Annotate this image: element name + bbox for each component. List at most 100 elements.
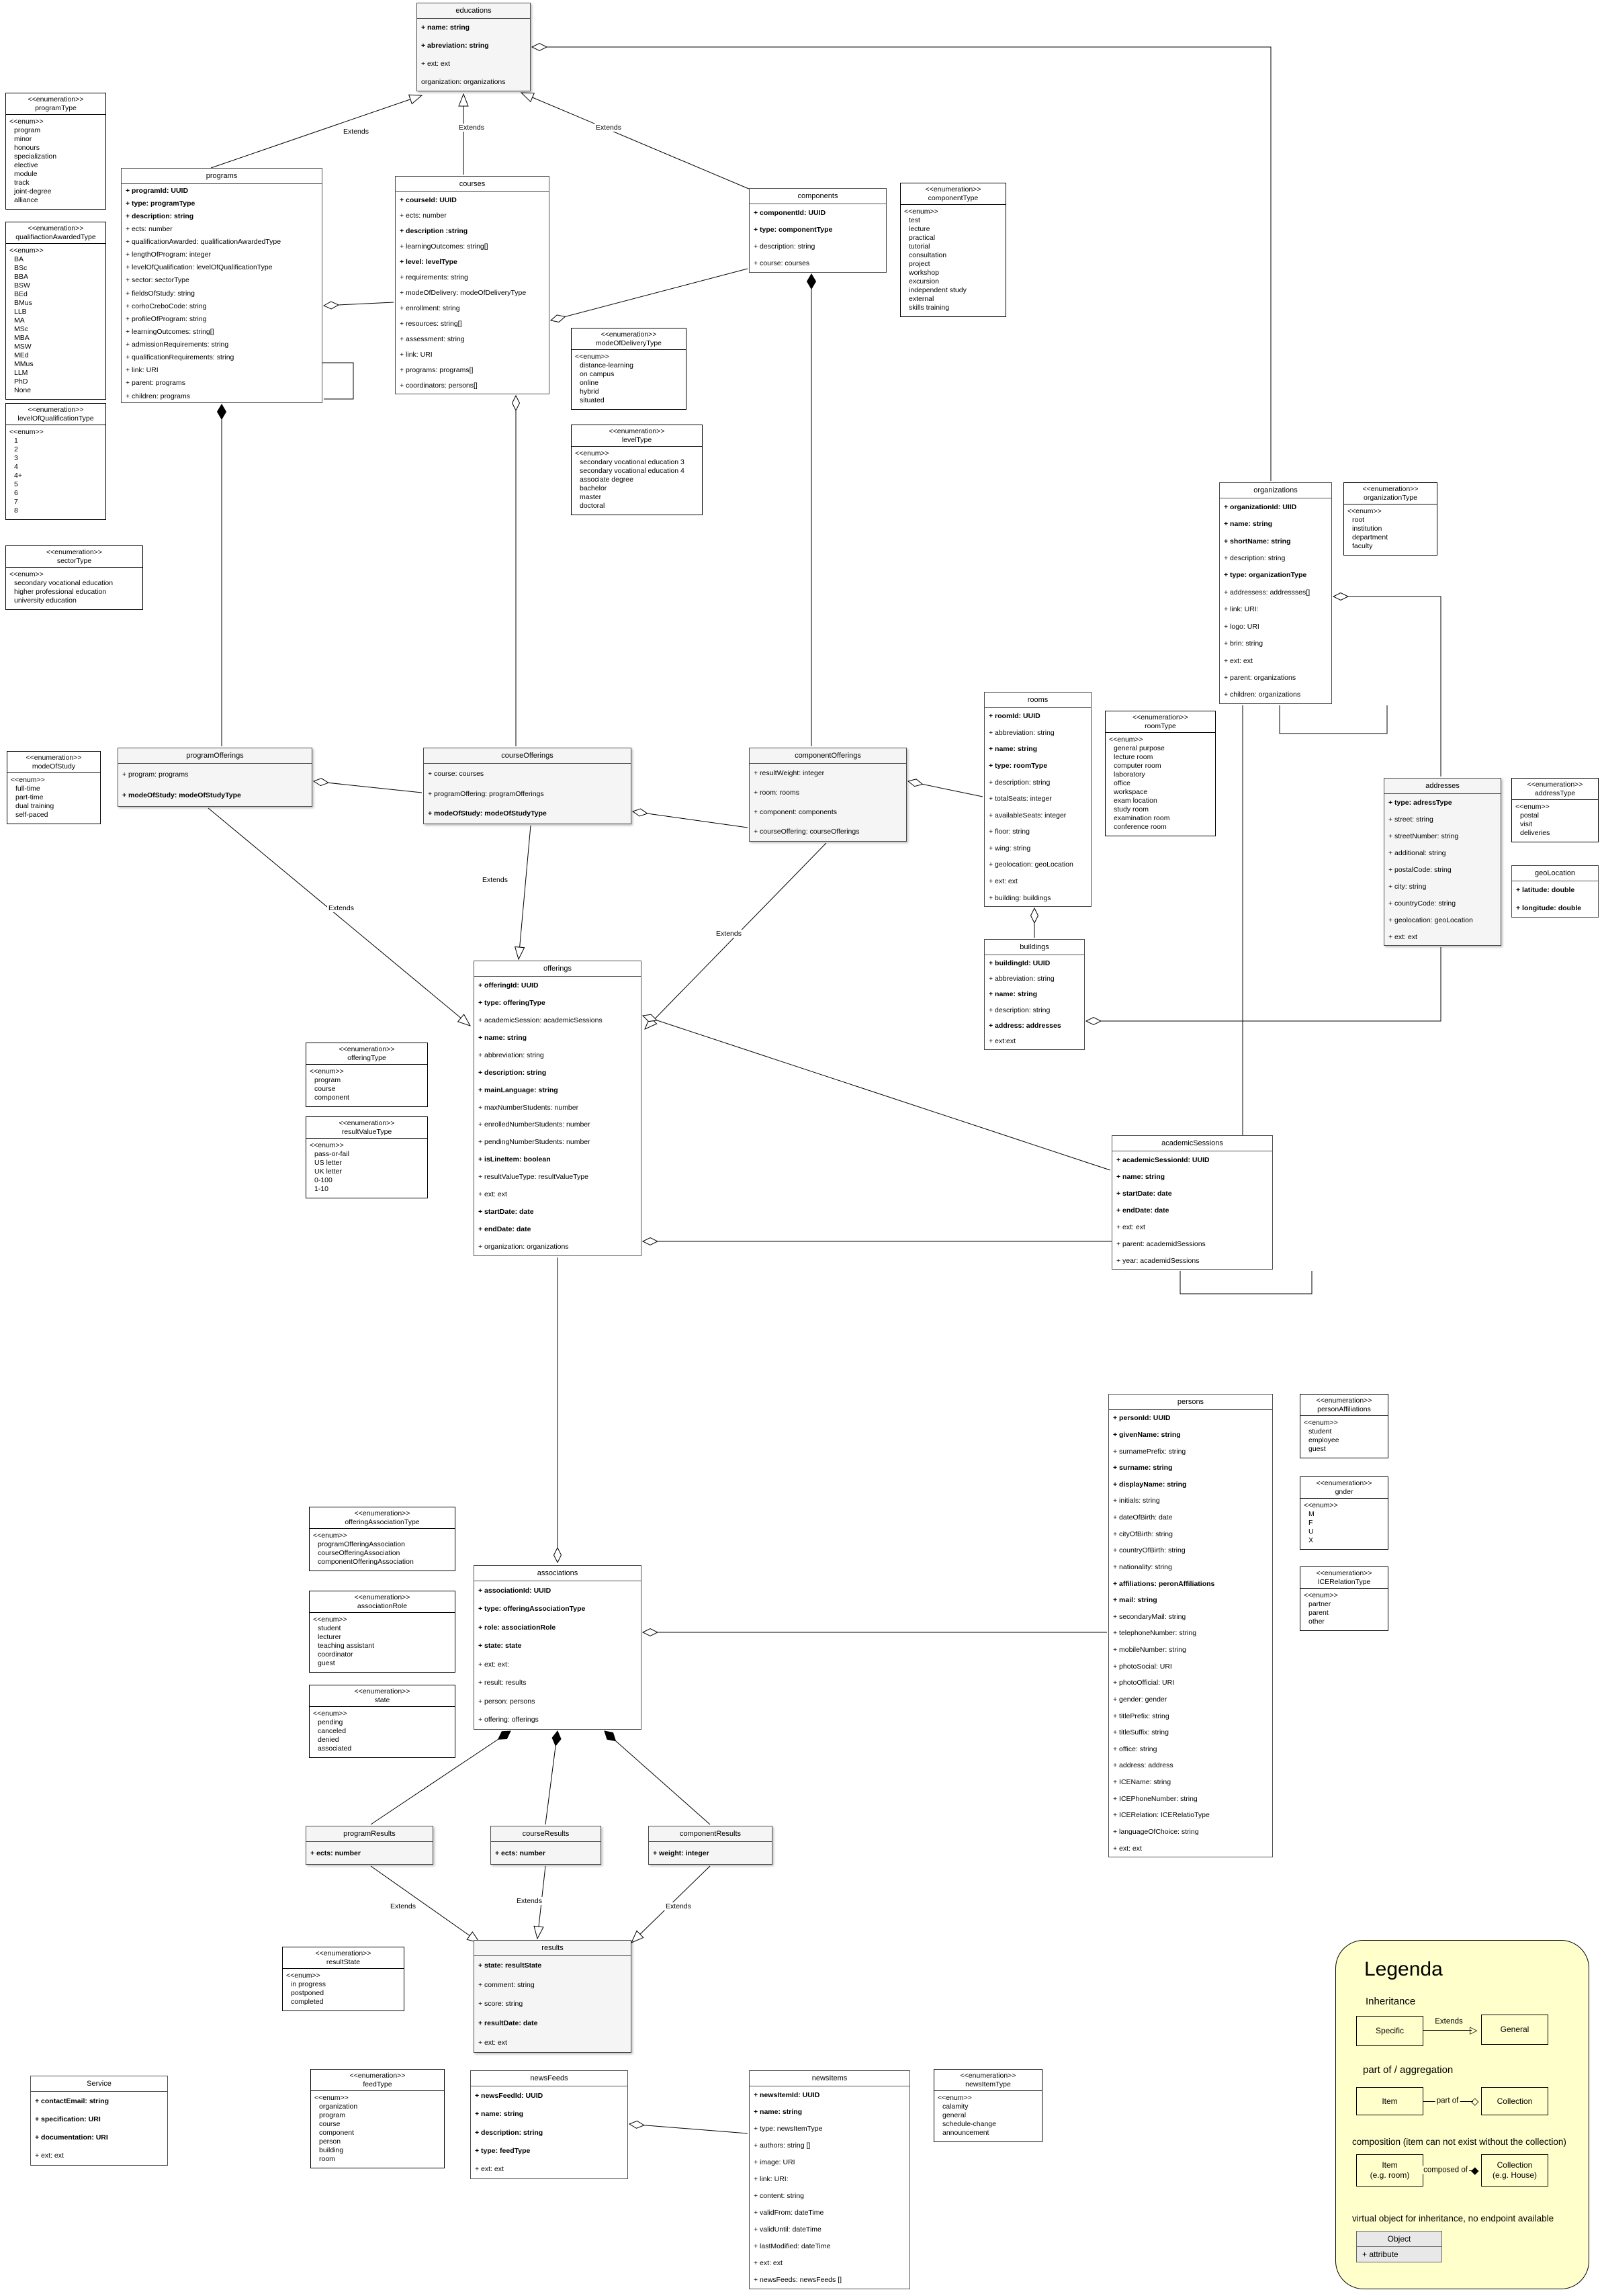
- enum-levelType[interactable]: <<enumeration>>levelType<<enum>>secondar…: [571, 425, 703, 515]
- enum-qualifiactionAwardedType[interactable]: <<enumeration>>qualifiactionAwardedType<…: [5, 222, 106, 400]
- class-field: + corhoCreboCode: string: [126, 302, 207, 310]
- class-offerings[interactable]: offerings+ offeringId: UUID+ type: offer…: [474, 961, 641, 1256]
- enum-offeringType[interactable]: <<enumeration>>offeringType<<enum>>progr…: [306, 1043, 428, 1107]
- class-field: + type: roomType: [989, 762, 1048, 770]
- enum-tag: <<enum>>: [286, 1972, 320, 1980]
- enum-name: personAffiliations: [1317, 1405, 1371, 1413]
- class-field: + resultDate: date: [478, 2019, 538, 2028]
- class-addresses[interactable]: addresses+ type: adressType+ street: str…: [1384, 778, 1501, 946]
- enum-value: institution: [1352, 525, 1382, 533]
- class-field: + description: string: [1224, 554, 1286, 562]
- class-componentOfferings[interactable]: componentOfferings+ resultWeight: intege…: [749, 748, 907, 842]
- enum-associationRole[interactable]: <<enumeration>>associationRole<<enum>>st…: [309, 1591, 455, 1673]
- enum-feedType[interactable]: <<enumeration>>feedType<<enum>>organizat…: [310, 2069, 445, 2168]
- enum-header: <<enumeration>>modeOfDeliveryType: [572, 328, 686, 350]
- enum-ICERelationType[interactable]: <<enumeration>>ICERelationType<<enum>>pa…: [1300, 1566, 1388, 1631]
- enum-organizationType[interactable]: <<enumeration>>organizationType<<enum>>r…: [1343, 482, 1437, 556]
- class-programResults[interactable]: programResults+ ects: number: [306, 1826, 433, 1865]
- class-buildings[interactable]: buildings+ buildingId: UUID+ abbreviatio…: [984, 939, 1085, 1050]
- class-programs[interactable]: programs+ programId: UUID+ type: program…: [121, 168, 322, 403]
- enum-componentType[interactable]: <<enumeration>>componentType<<enum>>test…: [900, 183, 1006, 317]
- class-Service[interactable]: Service+ contactEmail: string+ specifica…: [30, 2076, 168, 2166]
- class-courseResults[interactable]: courseResults+ ects: number: [490, 1826, 601, 1865]
- class-newsFeeds[interactable]: newsFeeds+ newsFeedId: UUID+ name: strin…: [470, 2070, 628, 2179]
- enum-sectorType[interactable]: <<enumeration>>sectorType<<enum>>seconda…: [5, 545, 143, 610]
- legend-section-virtual: virtual object for inheritance, no endpo…: [1352, 2213, 1554, 2223]
- class-title: newsFeeds: [471, 2071, 627, 2086]
- legend-extends-label: Extends: [1433, 2017, 1464, 2026]
- enum-value: deliveries: [1520, 829, 1550, 837]
- enum-header: <<enumeration>>ICERelationType: [1300, 1567, 1388, 1589]
- class-courses[interactable]: courses+ courseId: UUID+ ects: number+ d…: [395, 176, 549, 394]
- enum-levelOfQualificationType[interactable]: <<enumeration>>levelOfQualificationType<…: [5, 403, 106, 520]
- enum-modeOfStudy[interactable]: <<enumeration>>modeOfStudy<<enum>>full-t…: [7, 751, 101, 824]
- class-field: + program: programs: [122, 770, 189, 779]
- class-field: + state: resultState: [478, 1961, 542, 1970]
- legend-box-general: General: [1481, 2015, 1548, 2045]
- enum-programType[interactable]: <<enumeration>>programType<<enum>>progra…: [5, 93, 106, 210]
- enum-addressType[interactable]: <<enumeration>>addressType<<enum>>postal…: [1511, 778, 1599, 842]
- legend-box-specific: Specific: [1356, 2016, 1423, 2046]
- enum-value: secondary vocational education 4: [580, 467, 684, 475]
- relationship-edge: [521, 93, 751, 190]
- legend-box-label: Item: [1382, 2160, 1398, 2170]
- enum-name: resultState: [326, 1958, 361, 1966]
- enum-value: self-paced: [15, 811, 48, 819]
- class-field: + latitude: double: [1516, 886, 1575, 895]
- class-field: + organizationId: UIID: [1224, 502, 1297, 511]
- enum-roomType[interactable]: <<enumeration>>roomType<<enum>>general p…: [1105, 711, 1216, 836]
- class-newsItems[interactable]: newsItems+ newsItemId: UUID+ name: strin…: [749, 2070, 910, 2289]
- class-geoLocation[interactable]: geoLocation+ latitude: double+ longitude…: [1511, 865, 1599, 918]
- class-associations[interactable]: associations+ associationId: UUID+ type:…: [474, 1565, 641, 1730]
- class-field: + surnamePrefix: string: [1113, 1447, 1186, 1456]
- class-field: + newsFeeds: newsFeeds []: [754, 2276, 842, 2285]
- enum-value: student: [1308, 1427, 1332, 1436]
- class-field: + endDate: date: [1116, 1206, 1169, 1215]
- class-academicSessions[interactable]: academicSessions+ academicSessionId: UUI…: [1112, 1135, 1273, 1270]
- enum-tag: <<enum>>: [575, 449, 609, 457]
- class-field: + sector: sectorType: [126, 276, 189, 285]
- enum-newsItemType[interactable]: <<enumeration>>newsItemType<<enum>>calam…: [934, 2069, 1042, 2142]
- enum-value: part-time: [15, 793, 44, 801]
- enum-stereotype: <<enumeration>>: [1527, 781, 1583, 789]
- class-educations[interactable]: educations+ name: string+ abreviation: s…: [416, 3, 531, 91]
- enum-name: associationRole: [357, 1602, 408, 1610]
- class-field: + content: string: [754, 2192, 805, 2200]
- class-componentResults[interactable]: componentResults+ weight: integer: [648, 1826, 772, 1865]
- enum-value: general purpose: [1114, 744, 1165, 752]
- class-organizations[interactable]: organizations+ organizationId: UIID+ nam…: [1219, 482, 1332, 704]
- enum-value: MMus: [14, 360, 34, 368]
- enum-value: BBA: [14, 273, 29, 281]
- enum-header: <<enumeration>>qualifiactionAwardedType: [6, 222, 105, 244]
- class-rooms[interactable]: rooms+ roomId: UUID+ abbreviation: strin…: [984, 692, 1092, 907]
- enum-name: gnder: [1335, 1488, 1353, 1496]
- class-field: + name: string: [421, 24, 470, 32]
- enum-value: MBA: [14, 334, 30, 342]
- class-persons[interactable]: persons+ personId: UUID+ givenName: stri…: [1108, 1394, 1273, 1857]
- enum-value: program: [319, 2111, 346, 2119]
- enum-value: MA: [14, 316, 25, 324]
- enum-value: computer room: [1114, 762, 1161, 770]
- class-field: + ext: ext: [1113, 1844, 1142, 1853]
- class-programOfferings[interactable]: programOfferings+ program: programs+ mod…: [118, 748, 312, 807]
- class-title: persons: [1109, 1395, 1272, 1410]
- enum-resultState[interactable]: <<enumeration>>resultState<<enum>>in pro…: [282, 1947, 404, 2011]
- enum-value: 8: [14, 506, 18, 515]
- class-field: + ext: ext: [478, 2038, 507, 2047]
- enum-modeOfDeliveryType[interactable]: <<enumeration>>modeOfDeliveryType<<enum>…: [571, 328, 686, 410]
- enum-value: bachelor: [580, 484, 607, 492]
- enum-personAffiliations[interactable]: <<enumeration>>personAffiliations<<enum>…: [1300, 1394, 1388, 1458]
- class-field: + role: associationRole: [478, 1623, 556, 1632]
- class-title: results: [474, 1941, 631, 1956]
- enum-offeringAssociationType[interactable]: <<enumeration>>offeringAssociationType<<…: [309, 1507, 455, 1571]
- class-components[interactable]: components+ componentId: UUID+ type: com…: [749, 188, 887, 273]
- class-courseOfferings[interactable]: courseOfferings+ course: courses+ progra…: [423, 748, 631, 824]
- enum-resultValueType[interactable]: <<enumeration>>resultValueType<<enum>>pa…: [306, 1116, 428, 1198]
- enum-value: test: [909, 216, 920, 224]
- class-results[interactable]: results+ state: resultState+ comment: st…: [474, 1940, 631, 2053]
